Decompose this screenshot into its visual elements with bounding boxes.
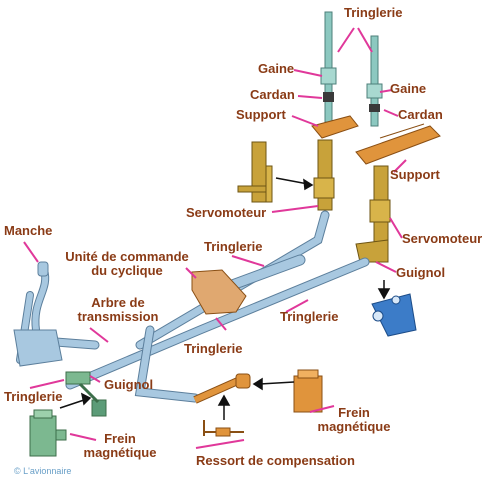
label-unite-line2: du cyclique	[91, 263, 163, 278]
label-gaine-left: Gaine	[258, 61, 295, 76]
label-ressort-compensation: Ressort de compensation	[196, 453, 355, 468]
label-tringlerie-mid2: Tringlerie	[280, 309, 339, 324]
label-gaine-right: Gaine	[390, 81, 427, 96]
label-support-right: Support	[390, 167, 440, 182]
right-magnetic-brake	[293, 369, 323, 413]
callout-arrows	[59, 177, 391, 420]
label-frein-right-line1: Frein	[338, 405, 370, 420]
right-support	[355, 125, 441, 165]
right-servomotor	[355, 165, 391, 263]
left-support	[311, 115, 359, 139]
leader-lines	[23, 27, 407, 449]
cyclic-control-unit	[191, 269, 247, 315]
label-unite-commande: Unité de commande du cyclique	[62, 250, 192, 278]
label-tringlerie-low: Tringlerie	[184, 341, 243, 356]
label-cardan-left: Cardan	[250, 87, 295, 102]
label-cardan-right: Cardan	[398, 107, 443, 122]
label-arbre-line1: Arbre de	[91, 295, 145, 310]
label-tringlerie-top: Tringlerie	[344, 5, 403, 20]
label-servomoteur-left: Servomoteur	[186, 205, 267, 220]
right-upper-rod	[366, 35, 383, 127]
compensation-actuator	[193, 373, 251, 404]
label-frein-left-line2: magnétique	[83, 445, 157, 460]
label-frein-left: Frein magnétique	[70, 432, 170, 460]
label-frein-right-line2: magnétique	[317, 419, 391, 434]
label-unite-line1: Unité de commande	[65, 249, 189, 264]
left-upper-rod	[320, 11, 337, 123]
label-manche: Manche	[4, 223, 53, 238]
label-arbre-transmission: Arbre de transmission	[70, 296, 166, 324]
label-servomoteur-right: Servomoteur	[402, 231, 483, 246]
label-arbre-line2: transmission	[77, 309, 159, 324]
label-support-left: Support	[236, 107, 286, 122]
left-servomotor	[313, 139, 335, 211]
copyright-text: © L'avionnaire	[14, 466, 72, 476]
lower-left-bellcrank	[65, 371, 107, 417]
label-frein-left-line1: Frein	[104, 431, 136, 446]
left-magnetic-brake	[29, 409, 67, 457]
cyclic-stick	[13, 261, 63, 367]
label-frein-right: Frein magnétique	[304, 406, 404, 434]
servo-detail-inset	[237, 141, 273, 203]
label-tringlerie-mid: Tringlerie	[204, 239, 263, 254]
label-tringlerie-left: Tringlerie	[4, 389, 63, 404]
label-guignol-right: Guignol	[396, 265, 446, 280]
right-bellcrank-detail	[371, 293, 417, 337]
compensation-spring	[203, 420, 244, 437]
label-guignol-left: Guignol	[104, 377, 154, 392]
